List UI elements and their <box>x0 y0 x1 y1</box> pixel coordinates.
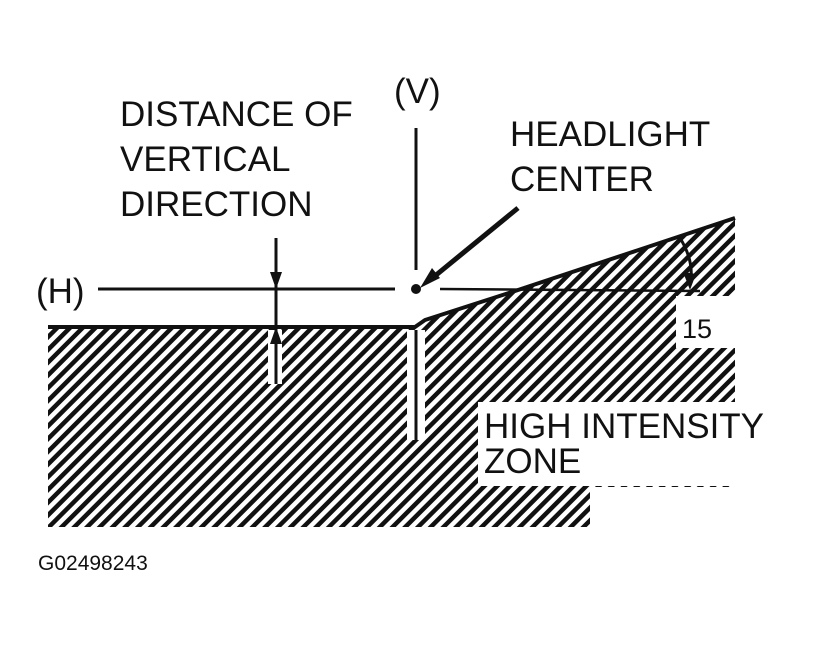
angle-arc <box>678 237 696 290</box>
distance-label-line1: DISTANCE OF <box>120 95 353 134</box>
headlight-label-line1: HEADLIGHT <box>510 115 710 154</box>
hatched-zone <box>48 218 778 527</box>
headlight-leader-arrow <box>420 206 520 288</box>
zone-label-line1: HIGH INTENSITY <box>484 407 764 446</box>
zone-label-backdrop <box>478 402 778 486</box>
angle-label-backdrop <box>676 296 735 348</box>
angle-label: 15 <box>682 314 712 344</box>
headlight-center-dot <box>411 284 421 294</box>
cutoff-line <box>48 216 736 329</box>
zone-label-line2: ZONE <box>484 442 581 481</box>
figure-id: G02498243 <box>38 552 148 575</box>
distance-label-line2: VERTICAL <box>120 140 291 179</box>
v-label: (V) <box>394 72 441 111</box>
h-line-right <box>439 287 701 293</box>
distance-arrow <box>270 238 282 384</box>
headlight-label-line2: CENTER <box>510 160 654 199</box>
h-label: (H) <box>36 272 85 311</box>
distance-label-line3: DIRECTION <box>120 185 313 224</box>
